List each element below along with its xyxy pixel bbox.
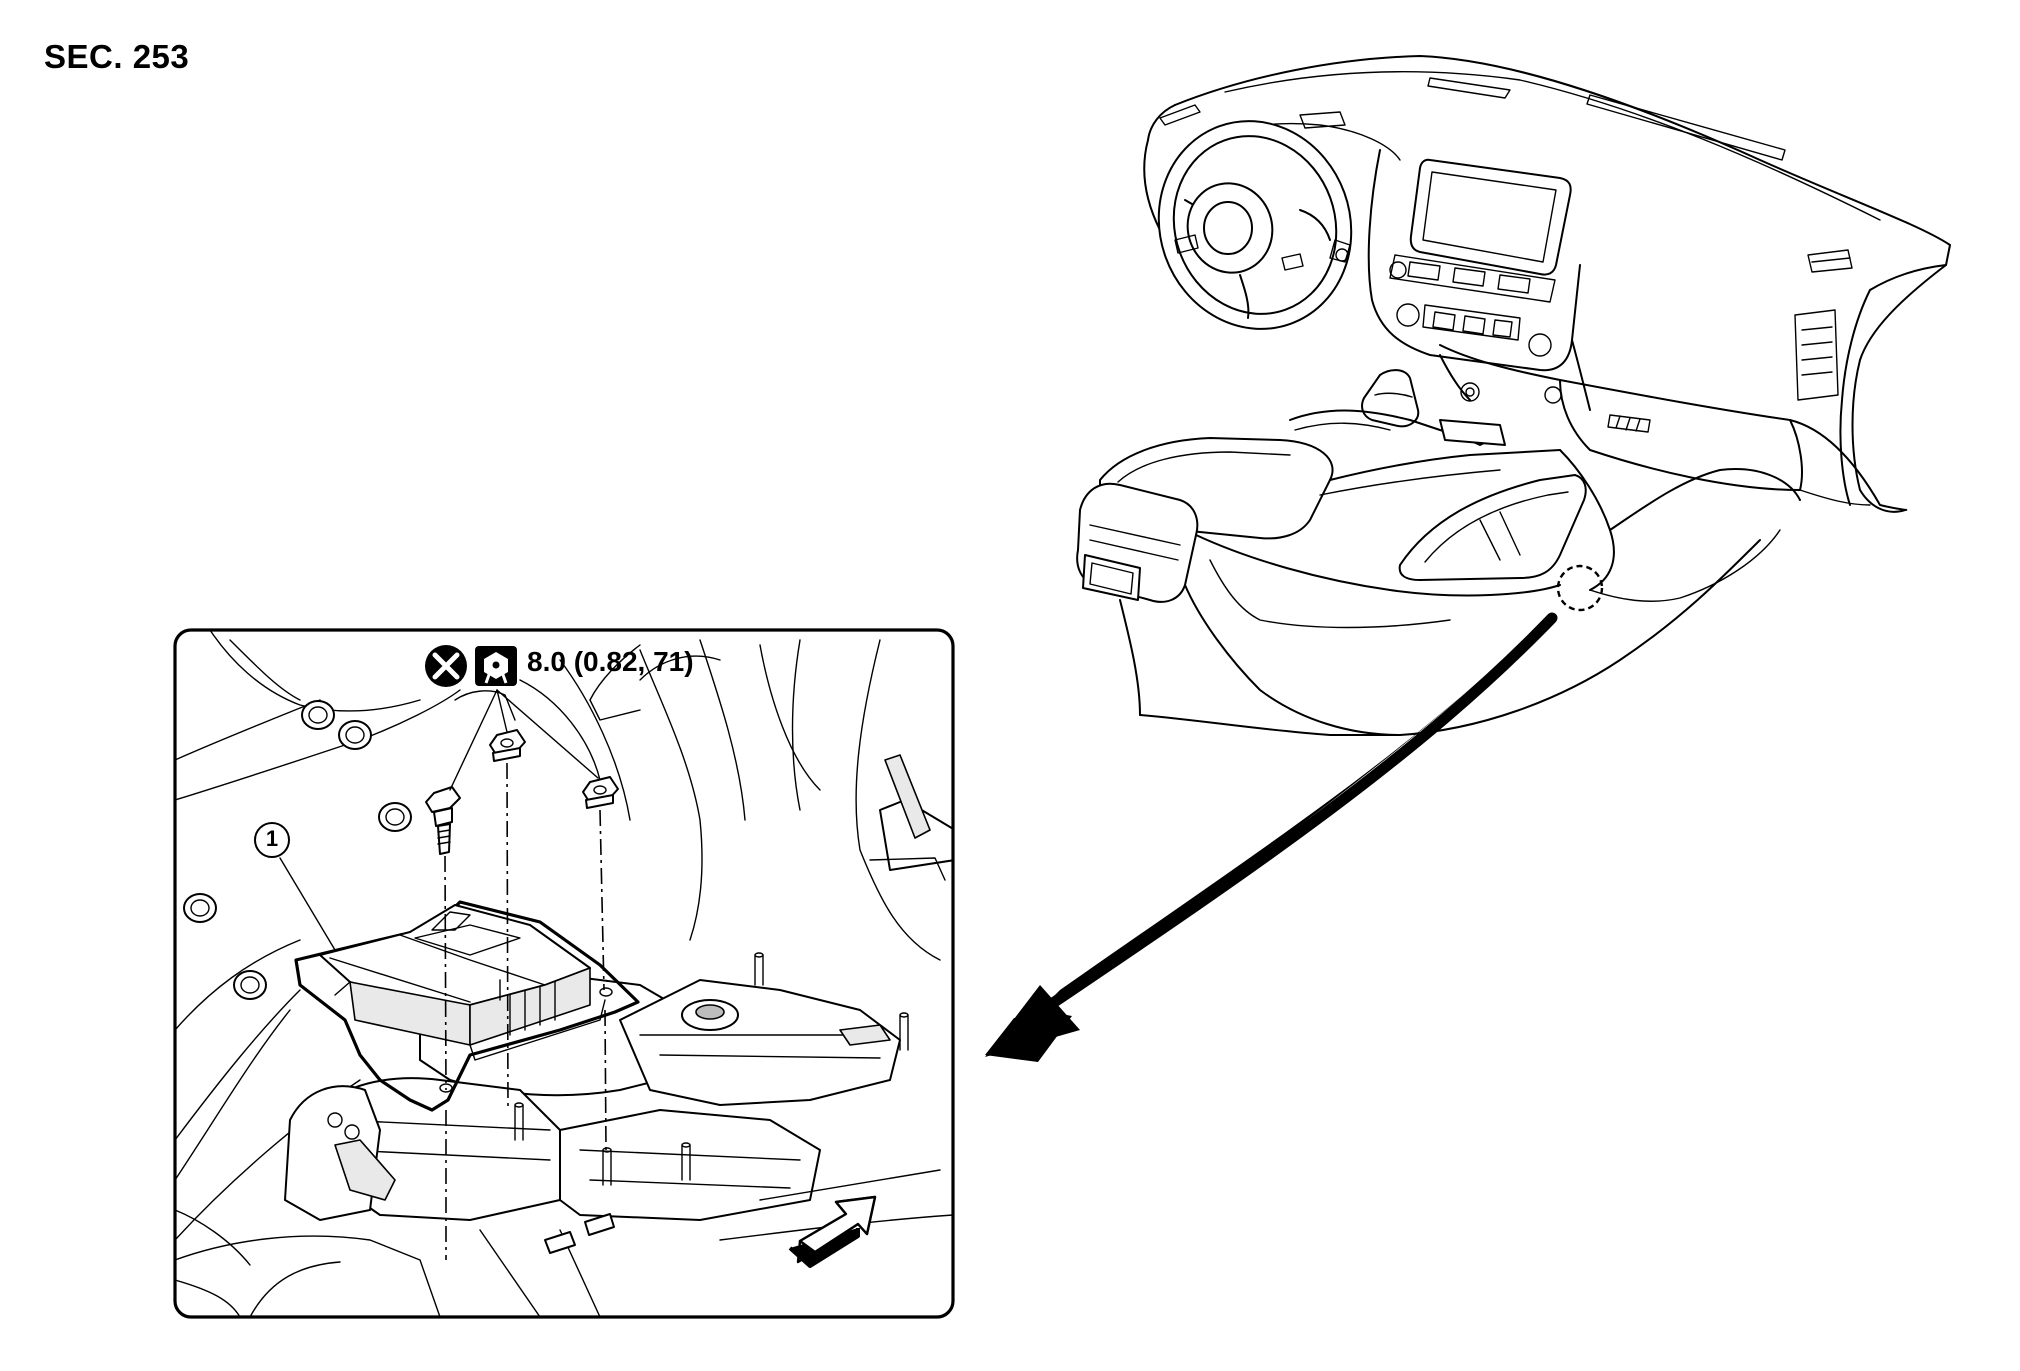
body-nuts [183,700,412,1000]
floor-studs [514,952,909,1254]
alignment-lines [444,762,607,1260]
front-arrow-icon [788,1195,877,1268]
part-callout-1: 1 [265,826,279,851]
dashboard-overview [1076,55,1951,736]
torque-spec-label: 8.0 (0.82, 71) [527,646,694,677]
circle-x-icon [425,645,467,687]
detail-inset [173,628,955,1319]
torque-wrench-icon [475,646,517,686]
section-label: SEC. 253 [44,38,190,75]
fasteners [425,729,619,855]
airbag-control-unit [294,900,640,1112]
